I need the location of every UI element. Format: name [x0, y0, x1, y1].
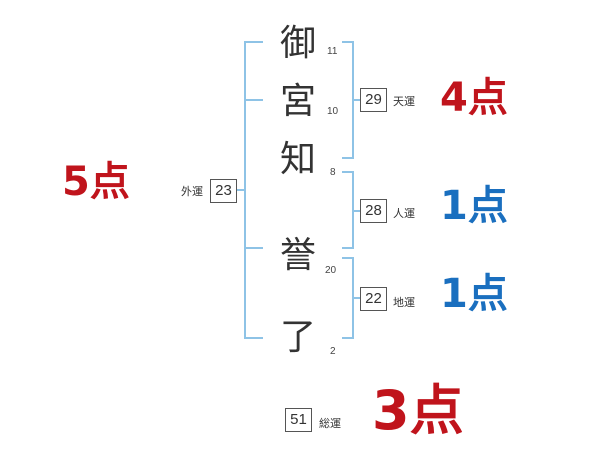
stroke-count-5: 2 — [330, 346, 336, 357]
stroke-count-2: 10 — [327, 106, 339, 117]
name-char-4: 誉 — [279, 235, 316, 276]
name-char-5: 了 — [279, 317, 316, 358]
name-char-1: 御 — [279, 23, 316, 64]
chiun-label: 地運 — [393, 296, 415, 309]
jinun-value-box: 28 — [360, 199, 387, 223]
souun-label: 総運 — [319, 417, 341, 430]
gaiun-label: 外運 — [181, 185, 203, 198]
name-char-2: 宮 — [279, 81, 316, 122]
tenun-label: 天運 — [393, 95, 415, 108]
jinun-bracket — [342, 171, 360, 249]
souun-score: 3点 — [372, 379, 464, 442]
tenun-score: 4点 — [440, 75, 508, 121]
tenun-bracket — [342, 41, 360, 159]
chiun-bracket — [342, 257, 360, 339]
tenun-value-box: 29 — [360, 88, 387, 112]
jinun-score: 1点 — [440, 183, 508, 229]
stroke-count-1: 11 — [327, 46, 338, 57]
gaiun-value-box: 23 — [210, 179, 237, 203]
chiun-value-box: 22 — [360, 287, 387, 311]
name-char-3: 知 — [279, 139, 316, 180]
jinun-label: 人運 — [393, 207, 415, 220]
stroke-count-3: 8 — [330, 167, 336, 178]
chiun-score: 1点 — [440, 271, 508, 317]
gaiun-score: 5点 — [62, 159, 130, 205]
stroke-count-4: 20 — [325, 265, 337, 276]
souun-value-box: 51 — [285, 408, 312, 432]
